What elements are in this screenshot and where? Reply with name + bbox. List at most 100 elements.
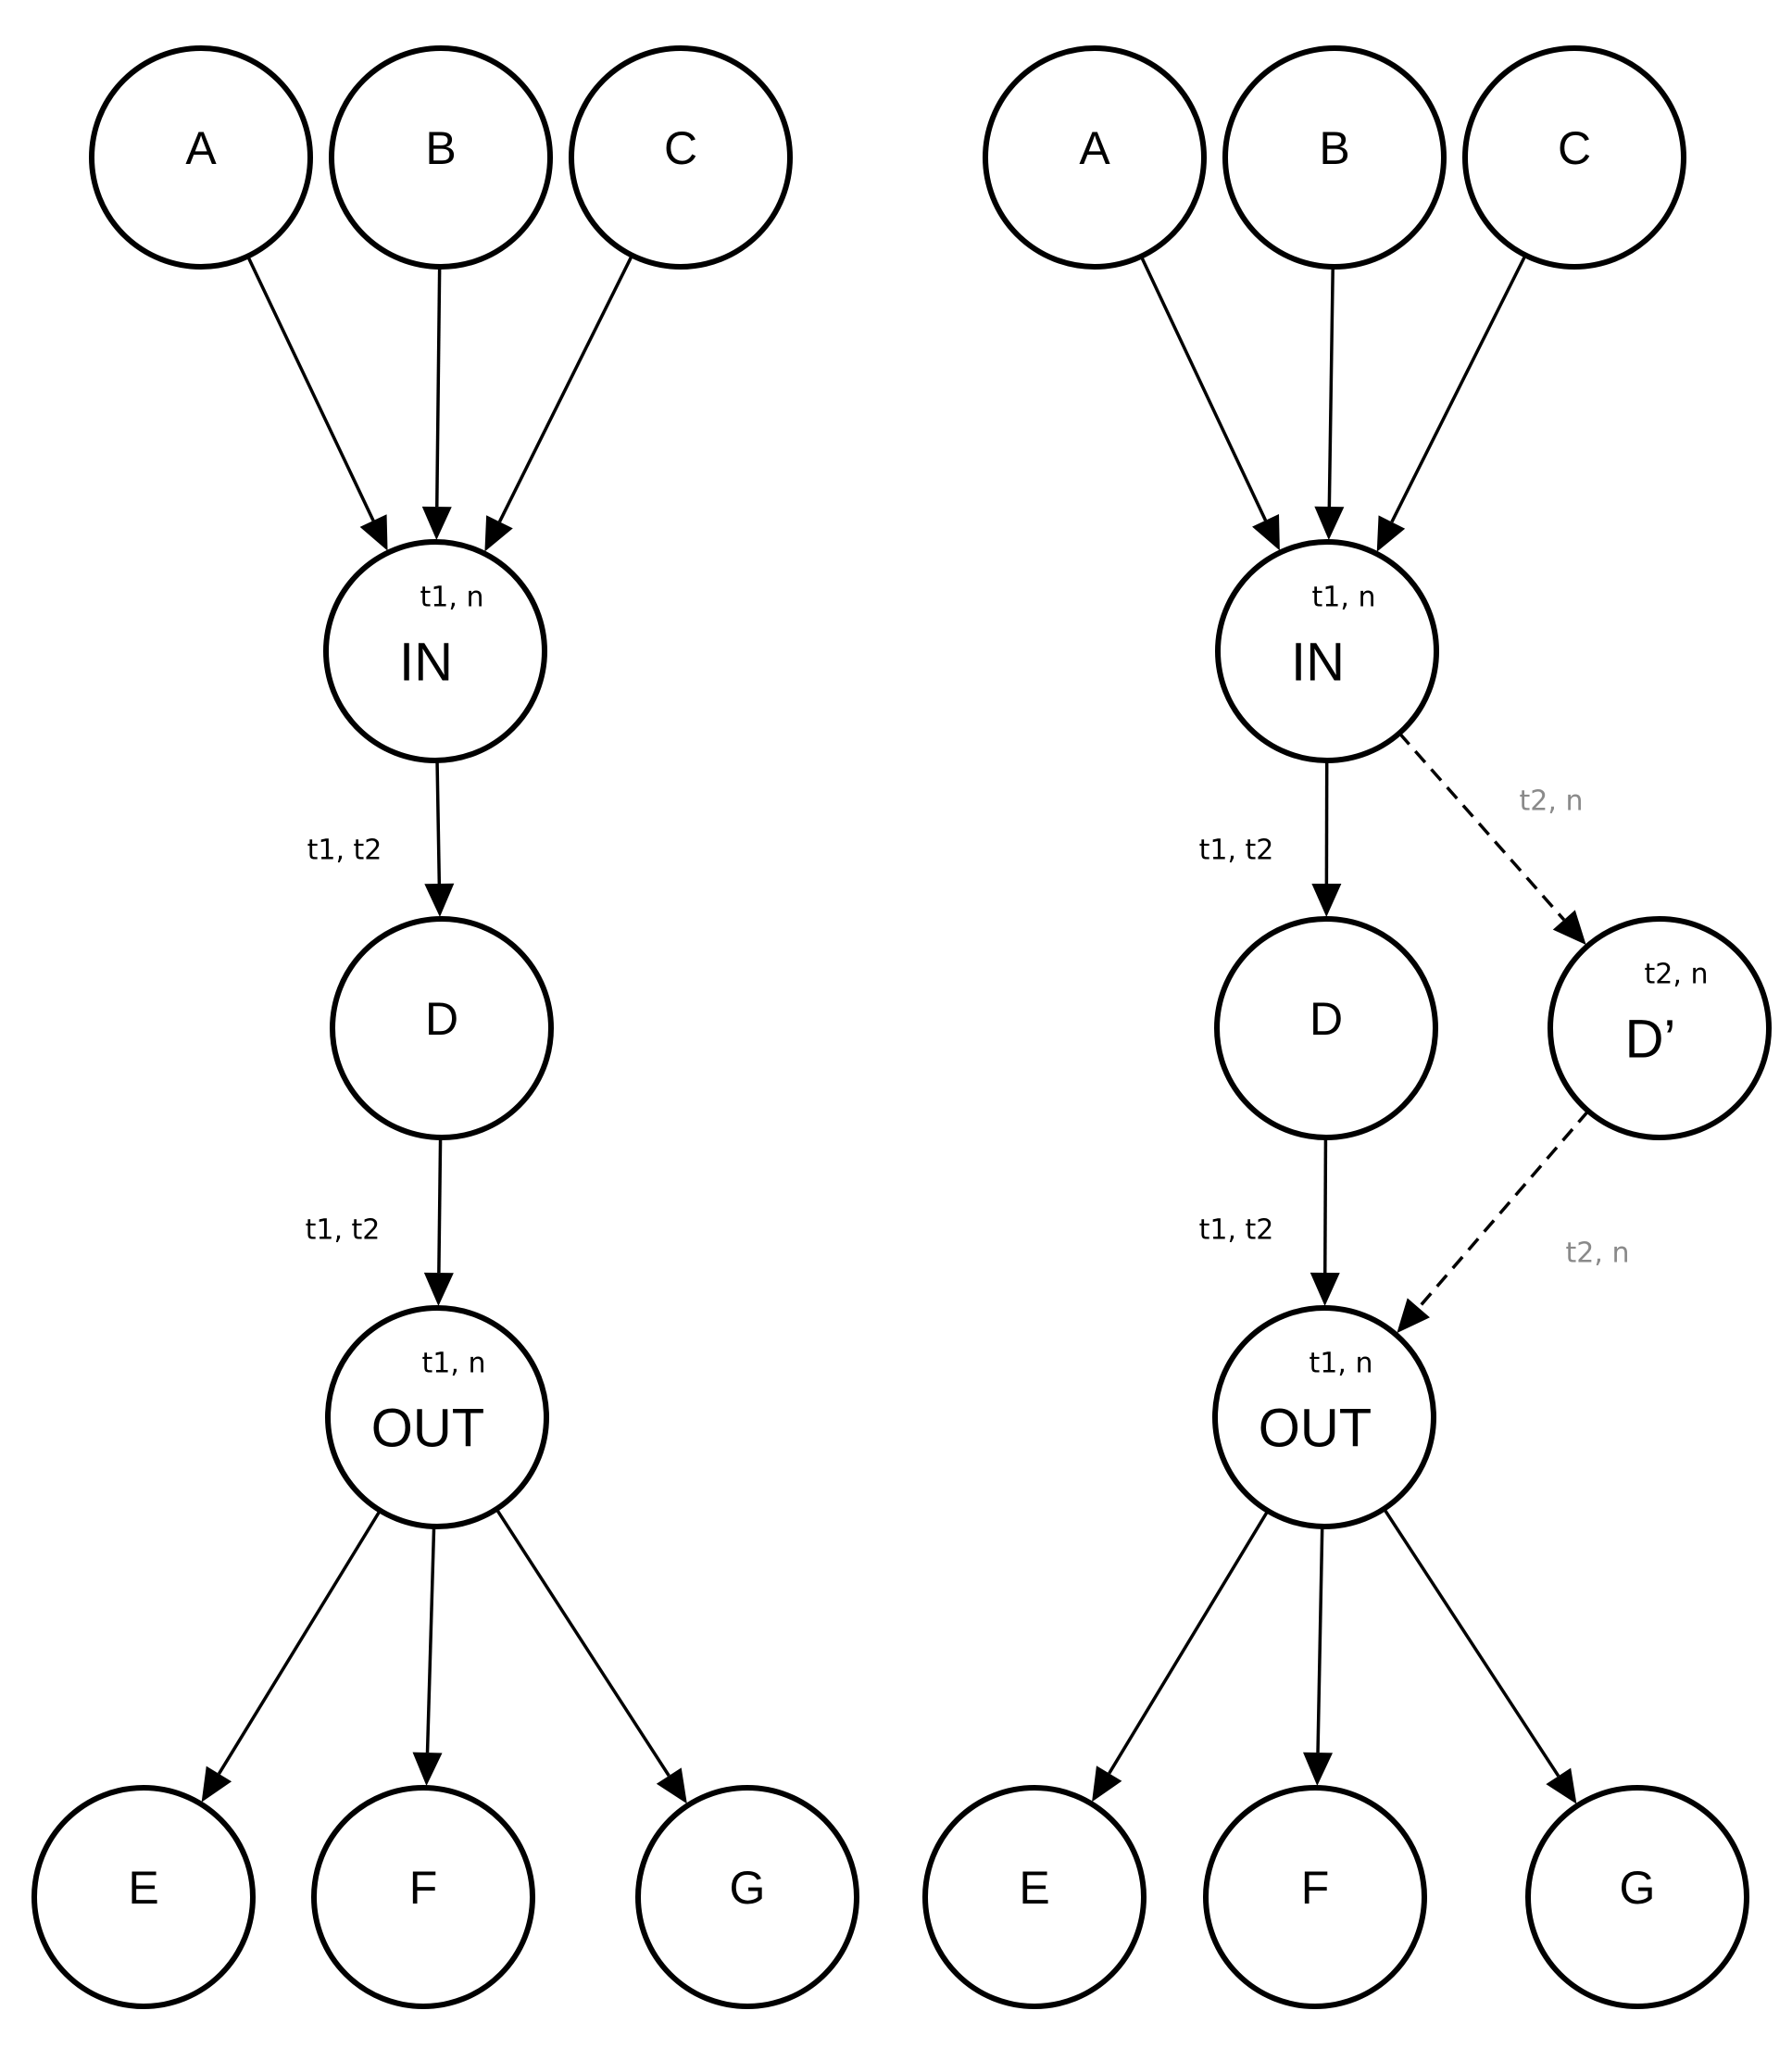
node-label: D [425,993,458,1045]
node-label: G [730,1862,766,1914]
node-circle [330,916,554,1140]
node-label: IN [399,633,453,693]
arrowhead [424,883,455,918]
edge-label: t1, t2 [306,1214,381,1247]
edge-line [1390,254,1527,523]
right-diagram-edges: t1, t2 t2, n t1, t2 t2, n [1092,254,1630,1804]
node-sublabel: t1, n [1310,1348,1373,1380]
node-circle [1548,916,1772,1140]
arrowhead [1310,1272,1340,1307]
arrowhead [201,1766,232,1803]
node-label: B [1319,122,1349,174]
node-label: OUT [1259,1399,1372,1459]
edge-right-out-g [1383,1507,1577,1804]
arrowhead [1311,883,1342,918]
edge-right-in-dp: t2, n [1397,732,1586,946]
node-circle [89,45,313,270]
node-right-b: B [1222,45,1447,270]
edge-left-b-in [421,266,452,541]
node-left-a: A [89,45,313,270]
node-left-f: F [311,1785,535,2009]
arrowhead [412,1752,443,1787]
edge-right-d-out: t1, t2 [1199,1137,1340,1307]
node-sublabel: t1, n [1312,582,1376,614]
node-circle [635,1785,859,2009]
edge-right-out-e [1092,1510,1270,1803]
node-right-e: E [922,1785,1147,2009]
edge-line [437,1137,443,1274]
arrowhead [421,506,452,541]
node-circle [569,45,793,270]
edge-line [1383,1507,1560,1778]
node-circle [1462,45,1686,270]
node-left-out: OUT t1, n [325,1305,549,1529]
node-circle [1203,1785,1427,2009]
arrowhead [484,515,513,552]
arrowhead [1546,1767,1577,1804]
node-circle [983,45,1207,270]
arrowhead [1092,1766,1122,1803]
edge-right-out-f [1303,1526,1334,1787]
edge-line [1327,266,1335,508]
edge-line [497,254,634,523]
node-label: IN [1291,633,1345,693]
edge-line [1417,1110,1590,1309]
node-label: F [1301,1862,1330,1914]
arrowhead [423,1272,454,1307]
node-circle [1525,1785,1749,2009]
edge-right-in-d: t1, t2 [1199,760,1342,918]
edge-right-b-in [1314,266,1345,541]
edge-left-in-d: t1, t2 [307,760,455,918]
edge-label: t2, n [1520,785,1584,818]
node-label: OUT [371,1399,484,1459]
edge-left-out-e [201,1509,382,1803]
edge-right-a-in [1139,256,1280,551]
node-right-f: F [1203,1785,1427,2009]
arrowhead [1552,910,1586,946]
edge-label: t2, n [1566,1238,1630,1270]
node-label: A [1079,122,1110,174]
node-right-dp: D’t2, n [1548,916,1772,1140]
node-sublabel: t1, n [422,1348,486,1380]
edge-line [435,266,442,508]
node-left-b: B [329,45,553,270]
node-circle [329,45,553,270]
node-left-e: E [31,1785,256,2009]
node-label: C [1558,122,1591,174]
arrowhead [1397,1298,1430,1334]
edge-line [425,1526,436,1753]
arrowhead [1314,506,1345,541]
node-label: D [1310,993,1343,1045]
node-circle [1212,1305,1436,1529]
edge-label: t1, t2 [1199,1214,1274,1247]
edge-label: t1, t2 [1199,835,1274,867]
node-label: E [128,1862,158,1914]
edge-line [1139,256,1268,522]
node-right-c: C [1462,45,1686,270]
node-sublabel: t2, n [1645,959,1709,991]
node-circle [922,1785,1147,2009]
arrowhead [656,1767,687,1804]
node-circle [1214,916,1438,1140]
node-left-c: C [569,45,793,270]
node-right-g: G [1525,1785,1749,2009]
arrowhead [1376,515,1406,552]
node-left-d: D [330,916,554,1140]
node-right-out: OUT t1, n [1212,1305,1436,1529]
node-label: E [1019,1862,1049,1914]
node-label: C [664,122,697,174]
edge-right-dp-out: t2, n [1397,1110,1630,1334]
edge-line [495,1508,670,1777]
arrowhead [1252,514,1280,551]
node-label: A [185,122,217,174]
node-label: B [425,122,456,174]
edge-line [1108,1510,1270,1775]
edge-left-d-out: t1, t2 [306,1137,454,1307]
node-circle [31,1785,256,2009]
right-diagram-nodes: A B C IN t1, n D D’t2, n OUT t1, n E F G [922,45,1772,2009]
node-label: G [1620,1862,1656,1914]
node-circle [1215,539,1439,763]
